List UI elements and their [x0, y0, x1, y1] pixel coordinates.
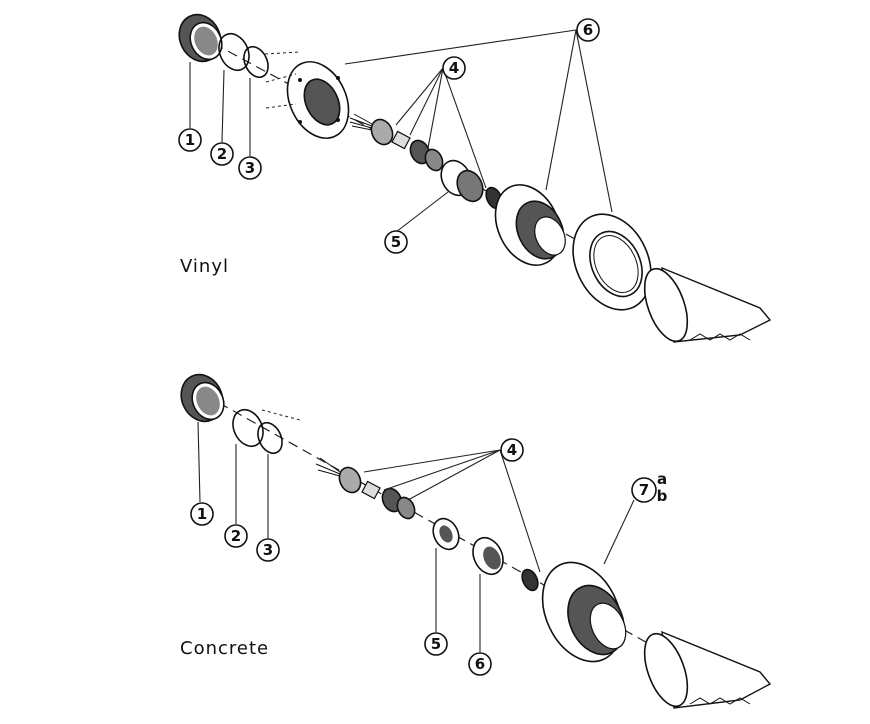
- vinyl-section-label: Vinyl: [180, 256, 229, 277]
- vinyl-callout-5-text: 5: [391, 233, 401, 251]
- concrete-callout-5-text: 5: [431, 635, 441, 653]
- concrete-callout-7: 7: [631, 477, 657, 503]
- vinyl-leader-4b: [409, 67, 444, 136]
- concrete-callout-1: 1: [190, 502, 214, 526]
- concrete-section-label: Concrete: [180, 638, 269, 659]
- vinyl-leader-4c: [427, 67, 444, 149]
- vinyl-leader-6c: [575, 29, 613, 213]
- vinyl-part-2-ring: [218, 32, 250, 72]
- vinyl-callout-4: 4: [442, 56, 466, 80]
- vinyl-callout-5: 5: [384, 230, 408, 254]
- vinyl-callout-2-text: 2: [217, 145, 227, 163]
- vinyl-callout-6: 6: [576, 18, 600, 42]
- vinyl-part-3-ring: [243, 45, 269, 79]
- vinyl-callout-1: 1: [178, 128, 202, 152]
- concrete-callout-6-text: 6: [475, 655, 485, 673]
- concrete-assembly: 1 2 3 4 5 6 7 a b Concrete: [180, 373, 772, 709]
- vinyl-part-5-bushing: [440, 159, 484, 203]
- concrete-leader-4d: [499, 449, 541, 573]
- concrete-part-6-bushing: [472, 536, 504, 576]
- concrete-part-5-washer: [432, 517, 460, 551]
- concrete-leader-4c: [407, 449, 501, 501]
- vinyl-dash-c: [265, 103, 297, 109]
- concrete-part-1-sleeve: [180, 373, 225, 423]
- concrete-dash-a: [261, 409, 301, 421]
- concrete-leader-7: [603, 499, 635, 565]
- vinyl-leader-4a: [395, 67, 444, 126]
- concrete-callout-3-text: 3: [263, 541, 273, 559]
- vinyl-callout-3: 3: [238, 156, 262, 180]
- vinyl-leader-5: [395, 191, 449, 233]
- concrete-part-2-ring: [232, 408, 264, 448]
- concrete-callout-1-text: 1: [197, 505, 207, 523]
- concrete-conduit-pipe: [643, 630, 772, 709]
- vinyl-part-1-sleeve: [178, 13, 223, 63]
- concrete-washer: [521, 568, 539, 592]
- concrete-sub-label-b: b: [657, 487, 668, 505]
- vinyl-callout-3-text: 3: [245, 159, 255, 177]
- concrete-sub-label-a: a: [657, 470, 667, 488]
- vinyl-callout-4-text: 4: [449, 59, 459, 77]
- concrete-callout-4-text: 4: [507, 441, 517, 459]
- concrete-leader-4a: [363, 449, 501, 473]
- concrete-callout-2: 2: [224, 524, 248, 548]
- vinyl-dash-b: [265, 73, 297, 83]
- concrete-cord-strands: [315, 457, 341, 477]
- vinyl-leader-6b: [545, 29, 577, 191]
- vinyl-leader-4d: [442, 67, 487, 189]
- vinyl-callout-2: 2: [210, 142, 234, 166]
- concrete-callout-5: 5: [424, 632, 448, 656]
- vinyl-leader-2: [221, 69, 225, 143]
- vinyl-dash-a: [264, 51, 301, 55]
- vinyl-cord-strands: [349, 113, 373, 131]
- vinyl-callout-6-text: 6: [583, 21, 593, 39]
- vinyl-conduit-pipe: [643, 266, 772, 343]
- concrete-leader-4b: [383, 449, 501, 491]
- concrete-fittings: [338, 466, 416, 520]
- concrete-leader-1: [197, 421, 201, 503]
- concrete-callout-6: 6: [468, 652, 492, 676]
- vinyl-leader-6a: [344, 29, 577, 65]
- vinyl-face-plate: [286, 61, 350, 139]
- concrete-callout-3: 3: [256, 538, 280, 562]
- vinyl-callout-1-text: 1: [185, 131, 195, 149]
- vinyl-assembly: 1 2 3 4 5 6 Vinyl: [178, 13, 772, 343]
- concrete-callout-2-text: 2: [231, 527, 241, 545]
- concrete-callout-4: 4: [500, 438, 524, 462]
- concrete-part-7-housing: [541, 561, 627, 663]
- vinyl-fittings: [370, 118, 444, 172]
- concrete-callout-7-text: 7: [639, 481, 649, 499]
- vinyl-housing: [494, 184, 566, 266]
- vinyl-locking-ring: [572, 213, 652, 311]
- concrete-part-3-ring: [257, 421, 283, 455]
